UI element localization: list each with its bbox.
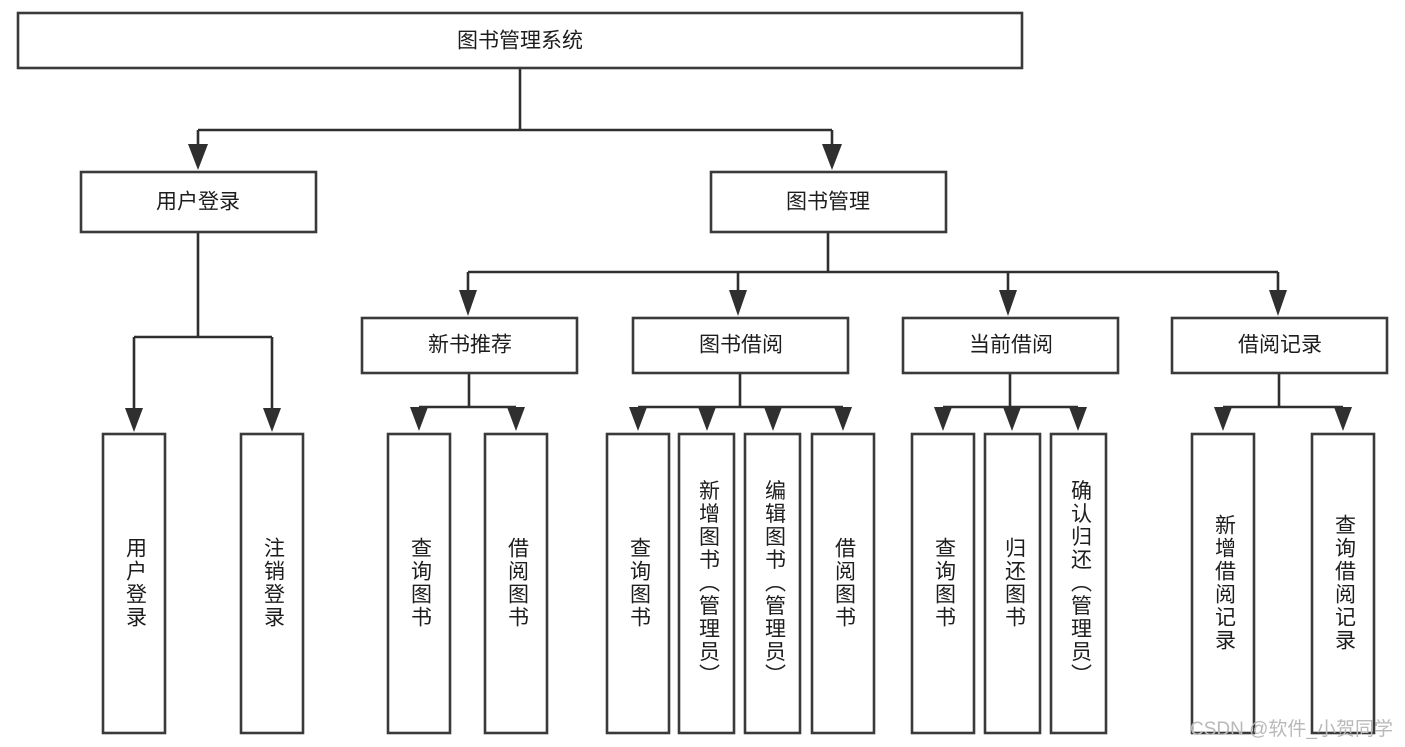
node-leaf-borrow-book-2-box[interactable]	[810, 432, 876, 735]
node-leaf-query-book-3[interactable]: 查询图书	[910, 432, 976, 735]
node-book-borrow[interactable]: 图书借阅	[631, 316, 850, 375]
arrow-head-leaf-query-book-1	[410, 407, 428, 431]
node-borrow-record[interactable]: 借阅记录	[1170, 316, 1389, 375]
node-leaf-add-book[interactable]: 新增图书（管理员）	[677, 432, 736, 735]
node-leaf-confirm-return-box[interactable]	[1049, 432, 1108, 735]
arrow-head-book-borrow	[729, 290, 747, 316]
arrow-head-book-manage	[822, 144, 842, 170]
node-borrow-record-label: 借阅记录	[1238, 334, 1322, 357]
arrow-head-leaf-add-record	[1214, 407, 1232, 431]
node-new-book-rec-box[interactable]	[360, 316, 579, 375]
node-leaf-logout-box[interactable]	[239, 432, 305, 735]
connector-group-book-manage	[459, 232, 1287, 316]
node-leaf-query-book-3-label: 查询图书	[932, 537, 956, 629]
arrow-head-leaf-return-book	[1003, 407, 1021, 431]
arrow-head-leaf-borrow-book-1	[507, 407, 525, 431]
node-book-borrow-box[interactable]	[631, 316, 850, 375]
node-leaf-borrow-book-1-box[interactable]	[483, 432, 549, 735]
arrow-head-leaf-query-book-2	[629, 407, 647, 431]
node-leaf-edit-book-label: 编辑图书（管理员）	[762, 480, 786, 687]
connector-group-root	[188, 68, 842, 170]
node-leaf-query-book-2-box[interactable]	[605, 432, 671, 735]
arrow-head-leaf-user-login	[125, 408, 143, 432]
connector-group-current-borrow	[934, 373, 1087, 431]
node-leaf-logout-label: 注销登录	[261, 537, 285, 629]
arrow-head-user-login	[188, 144, 208, 170]
arrow-head-leaf-logout	[263, 408, 281, 432]
node-leaf-edit-book-box[interactable]	[743, 432, 802, 735]
node-root-box[interactable]	[16, 11, 1024, 70]
node-leaf-confirm-return[interactable]: 确认归还（管理员）	[1049, 432, 1108, 735]
arrow-head-new-book-rec	[459, 290, 477, 316]
arrow-head-current-borrow	[999, 290, 1017, 316]
node-leaf-edit-book[interactable]: 编辑图书（管理员）	[743, 432, 802, 735]
arrow-head-borrow-record	[1269, 290, 1287, 316]
node-leaf-borrow-book-2-label: 借阅图书	[832, 537, 856, 629]
node-leaf-query-record-label: 查询借阅记录	[1332, 514, 1356, 652]
node-leaf-add-record-label: 新增借阅记录	[1212, 514, 1236, 652]
node-current-borrow[interactable]: 当前借阅	[901, 316, 1120, 375]
node-leaf-query-book-1[interactable]: 查询图书	[386, 432, 452, 735]
node-leaf-confirm-return-label: 确认归还（管理员）	[1068, 480, 1092, 687]
node-root-label: 图书管理系统	[457, 30, 583, 53]
node-leaf-query-book-2-label: 查询图书	[627, 537, 651, 629]
node-user-login[interactable]: 用户登录	[79, 170, 318, 234]
node-leaf-add-record-box[interactable]	[1190, 432, 1256, 735]
node-user-login-box[interactable]	[79, 170, 318, 234]
arrow-head-leaf-edit-book	[764, 407, 782, 431]
node-leaf-query-book-1-box[interactable]	[386, 432, 452, 735]
node-leaf-user-login[interactable]: 用户登录	[101, 432, 167, 735]
connector-group-borrow-record	[1214, 373, 1352, 431]
node-leaf-borrow-book-1-label: 借阅图书	[505, 537, 529, 629]
node-leaf-borrow-book-2[interactable]: 借阅图书	[810, 432, 876, 735]
node-leaf-query-book-3-box[interactable]	[910, 432, 976, 735]
arrow-head-leaf-confirm-return	[1069, 407, 1087, 431]
arrow-head-leaf-borrow-book-2	[834, 407, 852, 431]
arrow-head-leaf-query-record	[1334, 407, 1352, 431]
node-leaf-add-record[interactable]: 新增借阅记录	[1190, 432, 1256, 735]
connector-group-book-borrow	[629, 373, 852, 431]
node-leaf-user-login-box[interactable]	[101, 432, 167, 735]
node-leaf-add-book-box[interactable]	[677, 432, 736, 735]
node-book-borrow-label: 图书借阅	[699, 334, 783, 357]
node-root[interactable]: 图书管理系统	[16, 11, 1024, 70]
node-leaf-user-login-label: 用户登录	[123, 537, 147, 629]
node-leaf-return-book[interactable]: 归还图书	[983, 432, 1042, 735]
node-leaf-logout[interactable]: 注销登录	[239, 432, 305, 735]
node-current-borrow-box[interactable]	[901, 316, 1120, 375]
node-book-manage[interactable]: 图书管理	[709, 170, 948, 234]
arrow-head-leaf-add-book	[698, 407, 716, 431]
node-new-book-rec-label: 新书推荐	[428, 334, 512, 357]
node-leaf-query-record-box[interactable]	[1310, 432, 1376, 735]
node-leaf-query-book-2[interactable]: 查询图书	[605, 432, 671, 735]
arrow-head-leaf-query-book-3	[934, 407, 952, 431]
connector-group-user-login	[125, 232, 281, 432]
node-borrow-record-box[interactable]	[1170, 316, 1389, 375]
node-new-book-rec[interactable]: 新书推荐	[360, 316, 579, 375]
connector-group-new-book-rec	[410, 373, 525, 431]
node-book-manage-box[interactable]	[709, 170, 948, 234]
node-user-login-label: 用户登录	[156, 191, 240, 214]
node-leaf-return-book-box[interactable]	[983, 432, 1042, 735]
node-leaf-return-book-label: 归还图书	[1002, 537, 1026, 629]
node-leaf-add-book-label: 新增图书（管理员）	[696, 480, 720, 687]
node-leaf-query-book-1-label: 查询图书	[408, 537, 432, 629]
node-leaf-query-record[interactable]: 查询借阅记录	[1310, 432, 1376, 735]
node-current-borrow-label: 当前借阅	[969, 334, 1053, 357]
node-book-manage-label: 图书管理	[786, 191, 870, 214]
node-leaf-borrow-book-1[interactable]: 借阅图书	[483, 432, 549, 735]
